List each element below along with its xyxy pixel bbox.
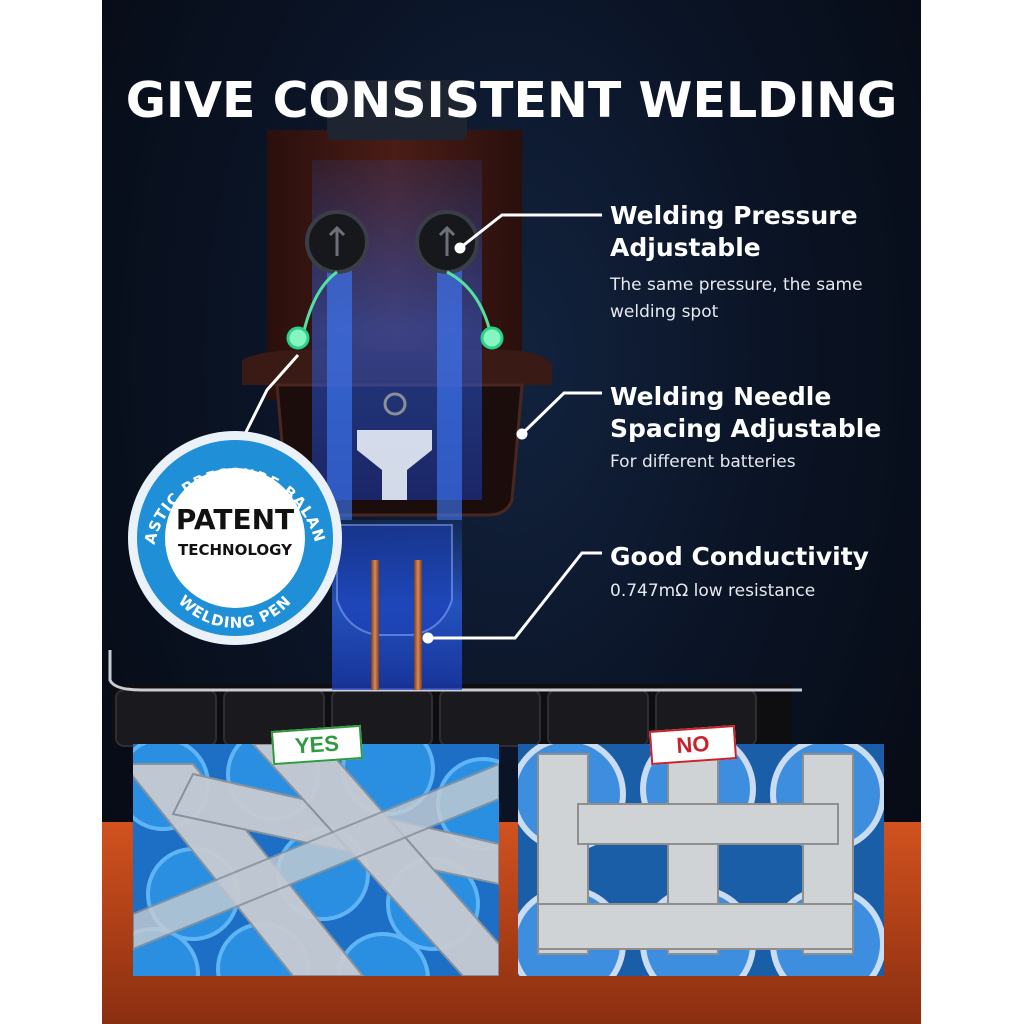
- feature-3-desc: 0.747mΩ low resistance: [610, 581, 816, 601]
- badge-main-text: PATENT: [175, 503, 295, 536]
- good-weld-photo: [133, 744, 499, 976]
- headline: GIVE CONSISTENT WELDING: [125, 72, 898, 129]
- badge-bottom-label: WELDING PEN: [175, 592, 294, 632]
- product-panel: ELASTIC PRESSURE BALANCE WELDING PEN PAT…: [102, 0, 921, 1024]
- pen-body: [242, 80, 552, 690]
- feature-2-title-line2: Spacing Adjustable: [610, 414, 882, 443]
- bad-weld-photo: [518, 744, 884, 976]
- no-tag: NO: [648, 725, 738, 765]
- feature-2-desc-line1: For different batteries: [610, 452, 796, 472]
- feature-1-desc-line1: The same pressure, the same: [610, 275, 863, 295]
- feature-3-title: Good Conductivity: [610, 542, 869, 571]
- feature-1-title-line2: Adjustable: [610, 233, 761, 262]
- feature-1-desc-line2: welding spot: [610, 302, 719, 322]
- svg-text:WELDING PEN: WELDING PEN: [175, 592, 295, 632]
- feature-1-title-line1: Welding Pressure: [610, 201, 858, 230]
- callout-lines: [235, 213, 602, 644]
- nickel-strip-edge: [108, 650, 802, 692]
- badge-sub-text: TECHNOLOGY: [178, 541, 292, 559]
- feature-2-title-line1: Welding Needle: [610, 382, 832, 411]
- yes-tag: YES: [270, 724, 364, 766]
- patent-badge: [128, 431, 342, 645]
- badge-ring-text: ELASTIC PRESSURE BALANCE WELDING PEN: [102, 0, 328, 632]
